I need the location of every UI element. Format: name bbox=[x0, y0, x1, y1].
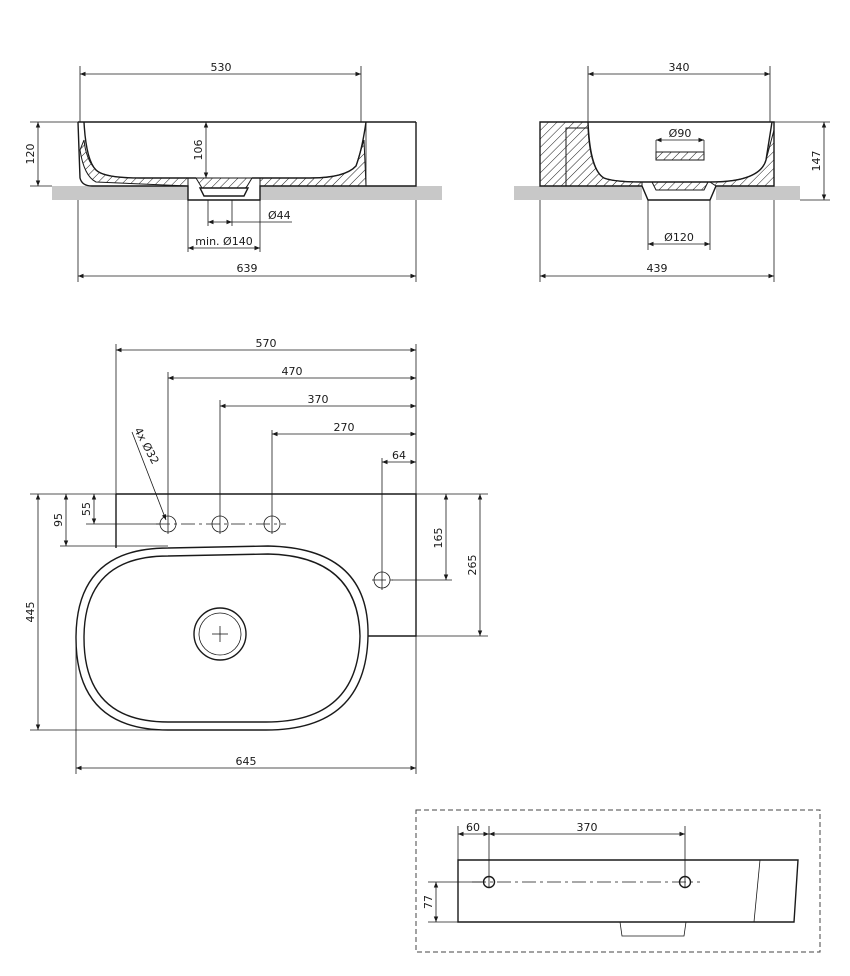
dim-detail-370: 370 bbox=[577, 821, 598, 834]
side-hatch-bottom bbox=[565, 127, 643, 187]
dim-plan-64: 64 bbox=[392, 449, 406, 462]
side-countertop-right bbox=[716, 186, 800, 200]
dim-plan-265: 265 bbox=[466, 555, 479, 576]
dim-side-overflow: Ø90 bbox=[669, 127, 692, 140]
dim-plan-165: 165 bbox=[432, 528, 445, 549]
countertop-right bbox=[260, 186, 442, 200]
side-waste-hatch bbox=[651, 181, 709, 191]
waste-fitting bbox=[198, 187, 250, 197]
wall-hatch-right bbox=[259, 139, 367, 187]
dim-front-waste: Ø44 bbox=[268, 209, 291, 222]
plan-view: 570 470 370 270 64 4x Ø32 55 95 445 165 … bbox=[24, 337, 488, 774]
plan-deck bbox=[116, 493, 417, 637]
dim-detail-77: 77 bbox=[422, 895, 435, 909]
dim-plan-470: 470 bbox=[282, 365, 303, 378]
side-countertop-left bbox=[514, 186, 642, 200]
dim-plan-holes: 4x Ø32 bbox=[131, 425, 161, 466]
dim-side-base: Ø120 bbox=[664, 231, 694, 244]
detail-end-line bbox=[753, 859, 761, 923]
dim-front-top-width: 530 bbox=[211, 61, 232, 74]
dim-front-inner-depth: 106 bbox=[192, 140, 205, 161]
drain-inner bbox=[198, 612, 242, 656]
plan-bowl-inner bbox=[83, 553, 361, 723]
dim-plan-55: 55 bbox=[80, 502, 93, 516]
wall-hatch-left bbox=[79, 139, 189, 187]
dim-plan-270: 270 bbox=[334, 421, 355, 434]
waste-hatch bbox=[195, 177, 253, 189]
dim-plan-645: 645 bbox=[236, 755, 257, 768]
dim-plan-370: 370 bbox=[308, 393, 329, 406]
basin-outline bbox=[77, 121, 417, 201]
dim-side-total-width: 439 bbox=[647, 262, 668, 275]
dim-front-cutout: min. Ø140 bbox=[195, 235, 252, 248]
dim-detail-60: 60 bbox=[466, 821, 480, 834]
dim-plan-570: 570 bbox=[256, 337, 277, 350]
detail-waste bbox=[619, 921, 687, 937]
countertop-left bbox=[52, 186, 188, 200]
side-section-view: Ø90 340 147 Ø120 439 bbox=[514, 61, 830, 282]
side-hatch-right bbox=[708, 129, 775, 187]
bowl-inner-left bbox=[83, 121, 196, 179]
plan-bowl-outer bbox=[75, 545, 369, 731]
detail-view: 60 370 77 bbox=[415, 809, 821, 953]
dim-side-top-width: 340 bbox=[669, 61, 690, 74]
dim-side-height: 147 bbox=[810, 151, 823, 172]
dim-plan-95: 95 bbox=[52, 513, 65, 527]
detail-body bbox=[457, 859, 799, 923]
front-section-view: 530 120 106 Ø44 min. Ø140 639 bbox=[24, 61, 442, 282]
drain-outer bbox=[193, 607, 247, 661]
dim-front-height: 120 bbox=[24, 144, 37, 165]
detail-frame bbox=[415, 809, 821, 953]
dim-front-total-width: 639 bbox=[237, 262, 258, 275]
bowl-inner-right bbox=[252, 121, 367, 179]
dim-plan-445: 445 bbox=[24, 602, 37, 623]
overflow-slot bbox=[655, 151, 705, 161]
